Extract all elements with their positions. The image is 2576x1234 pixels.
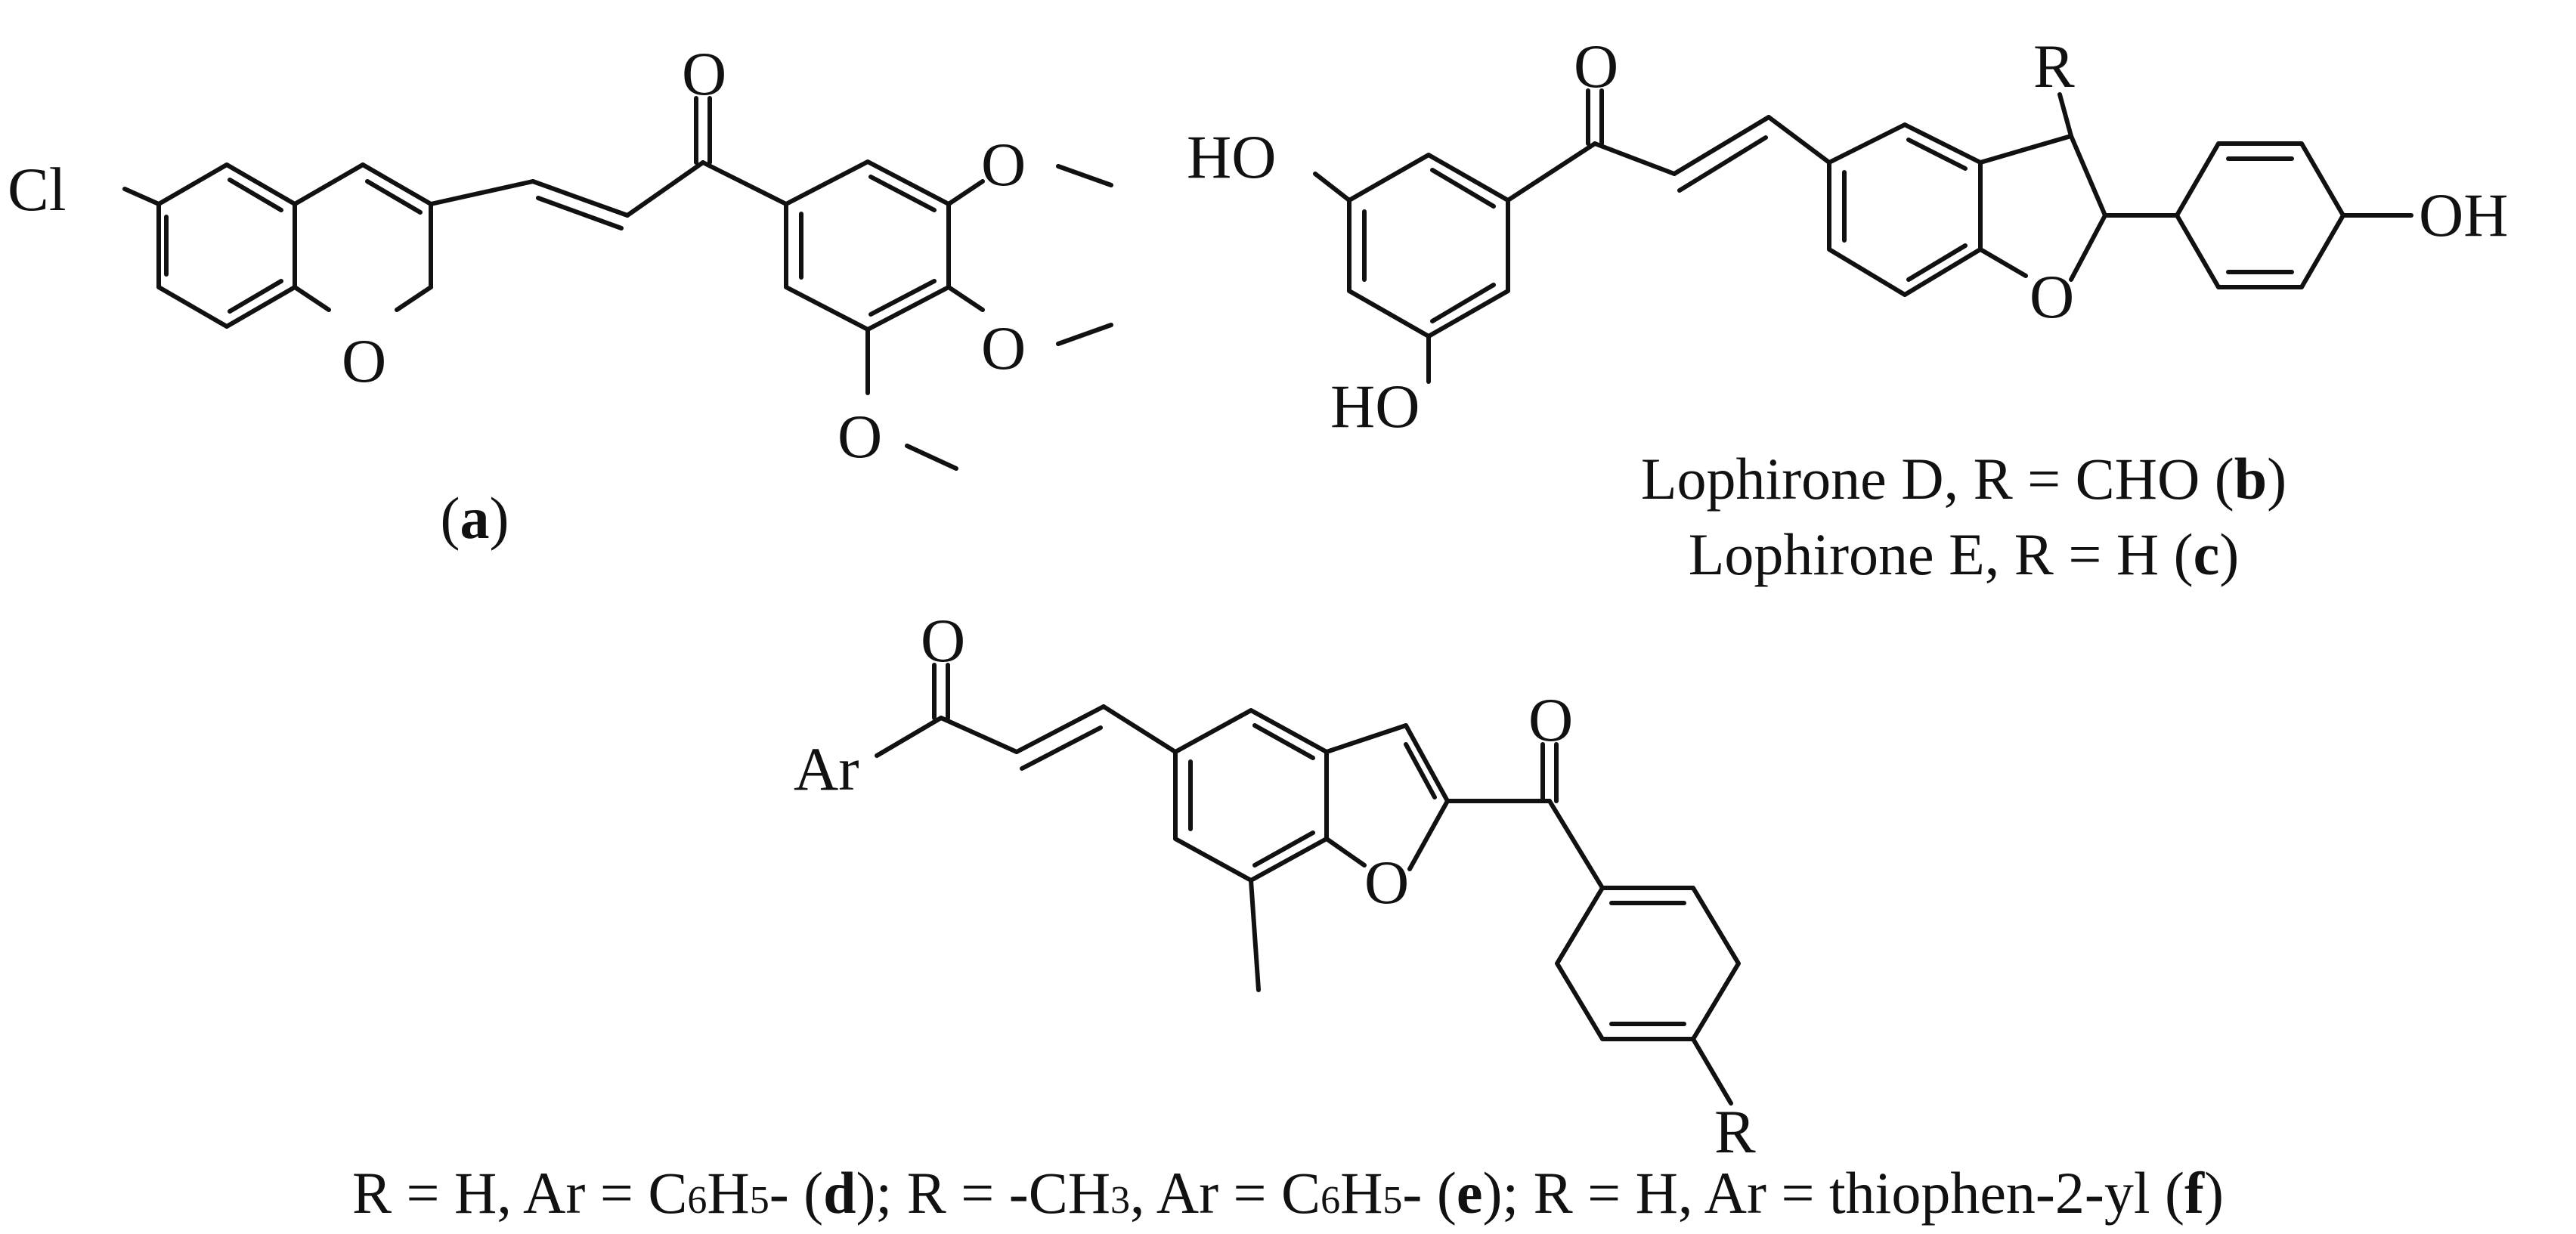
atom-furan-oxygen: O xyxy=(1364,848,1409,917)
atom-carbonyl-oxygen-right: O xyxy=(1528,685,1573,754)
structure-def: Ar O O O R R = H, Ar = C6H5- (d); R = -C… xyxy=(352,606,2224,1226)
atom-hydroxyl-right: OH xyxy=(2419,181,2508,249)
atom-hydroxyl-top: HO xyxy=(1187,122,1276,191)
structure-a: Cl O O O O O (a) xyxy=(8,39,1113,551)
structure-bc: HO HO O R O OH Lophirone D, R = CHO (b) … xyxy=(1187,32,2508,587)
atom-carbonyl-oxygen: O xyxy=(682,39,726,108)
caption-a: (a) xyxy=(441,485,509,551)
atom-hydroxyl-bottom: HO xyxy=(1330,372,1420,441)
atom-carbonyl-oxygen-left: O xyxy=(921,606,965,675)
atom-r-group: R xyxy=(1714,1097,1756,1166)
atom-chlorine: Cl xyxy=(8,155,66,224)
atom-methoxy-oxygen-1: O xyxy=(981,130,1026,199)
structure-def-bonds xyxy=(875,663,1741,1106)
atom-methoxy-oxygen-3: O xyxy=(838,402,882,471)
caption-b: Lophirone D, R = CHO (b) xyxy=(1641,446,2287,512)
atom-r-group: R xyxy=(2033,32,2075,101)
structure-a-bonds xyxy=(122,96,1113,471)
caption-def: R = H, Ar = C6H5- (d); R = -CH3, Ar = C6… xyxy=(352,1160,2224,1226)
atom-methoxy-oxygen-2: O xyxy=(981,314,1026,382)
atom-ring-oxygen: O xyxy=(342,326,386,395)
caption-c: Lophirone E, R = H (c) xyxy=(1689,521,2239,587)
atom-furan-oxygen: O xyxy=(2030,262,2074,331)
atom-carbonyl-oxygen: O xyxy=(1574,32,1618,101)
atom-aryl: Ar xyxy=(794,735,859,803)
structure-bc-bonds xyxy=(1313,88,2413,384)
